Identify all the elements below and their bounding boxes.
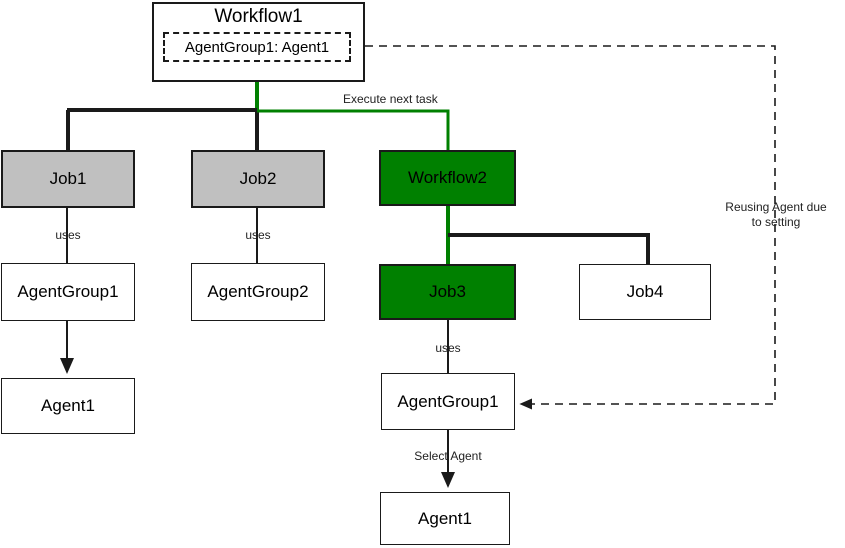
- node-agentgroup2[interactable]: AgentGroup2: [191, 263, 325, 321]
- node-job1[interactable]: Job1: [1, 150, 135, 208]
- edge-label-uses-job3: uses: [435, 341, 461, 355]
- edge-label-reusing-agent: Reusing Agent due to setting: [712, 200, 840, 230]
- node-workflow1-agent-slot[interactable]: AgentGroup1: Agent1: [163, 32, 351, 62]
- node-workflow1-title: Workflow1: [214, 6, 303, 27]
- edge-reusing-agent-dashed: [351, 45, 776, 410]
- node-job3[interactable]: Job3: [379, 264, 516, 320]
- edge-label-reusing-agent-line1: Reusing Agent due: [725, 200, 827, 214]
- edge-label-uses-job1: uses: [55, 228, 81, 242]
- node-agent1-left[interactable]: Agent1: [1, 378, 135, 434]
- edge-bus-job4: [448, 233, 650, 264]
- node-agent1-bottom[interactable]: Agent1: [380, 492, 510, 545]
- edge-label-select-agent: Select Agent: [414, 449, 482, 463]
- edge-label-reusing-agent-line2: to setting: [751, 215, 801, 229]
- node-workflow2[interactable]: Workflow2: [379, 150, 516, 206]
- node-job2[interactable]: Job2: [191, 150, 325, 208]
- edge-label-uses-job2: uses: [245, 228, 271, 242]
- node-workflow1[interactable]: [152, 2, 365, 82]
- node-agentgroup1-bottom[interactable]: AgentGroup1: [381, 373, 515, 430]
- node-job4[interactable]: Job4: [579, 264, 711, 320]
- node-agentgroup1-left[interactable]: AgentGroup1: [1, 263, 135, 321]
- edge-label-execute-next-task: Execute next task: [343, 92, 438, 106]
- edge-execute-next-task: [257, 109, 450, 150]
